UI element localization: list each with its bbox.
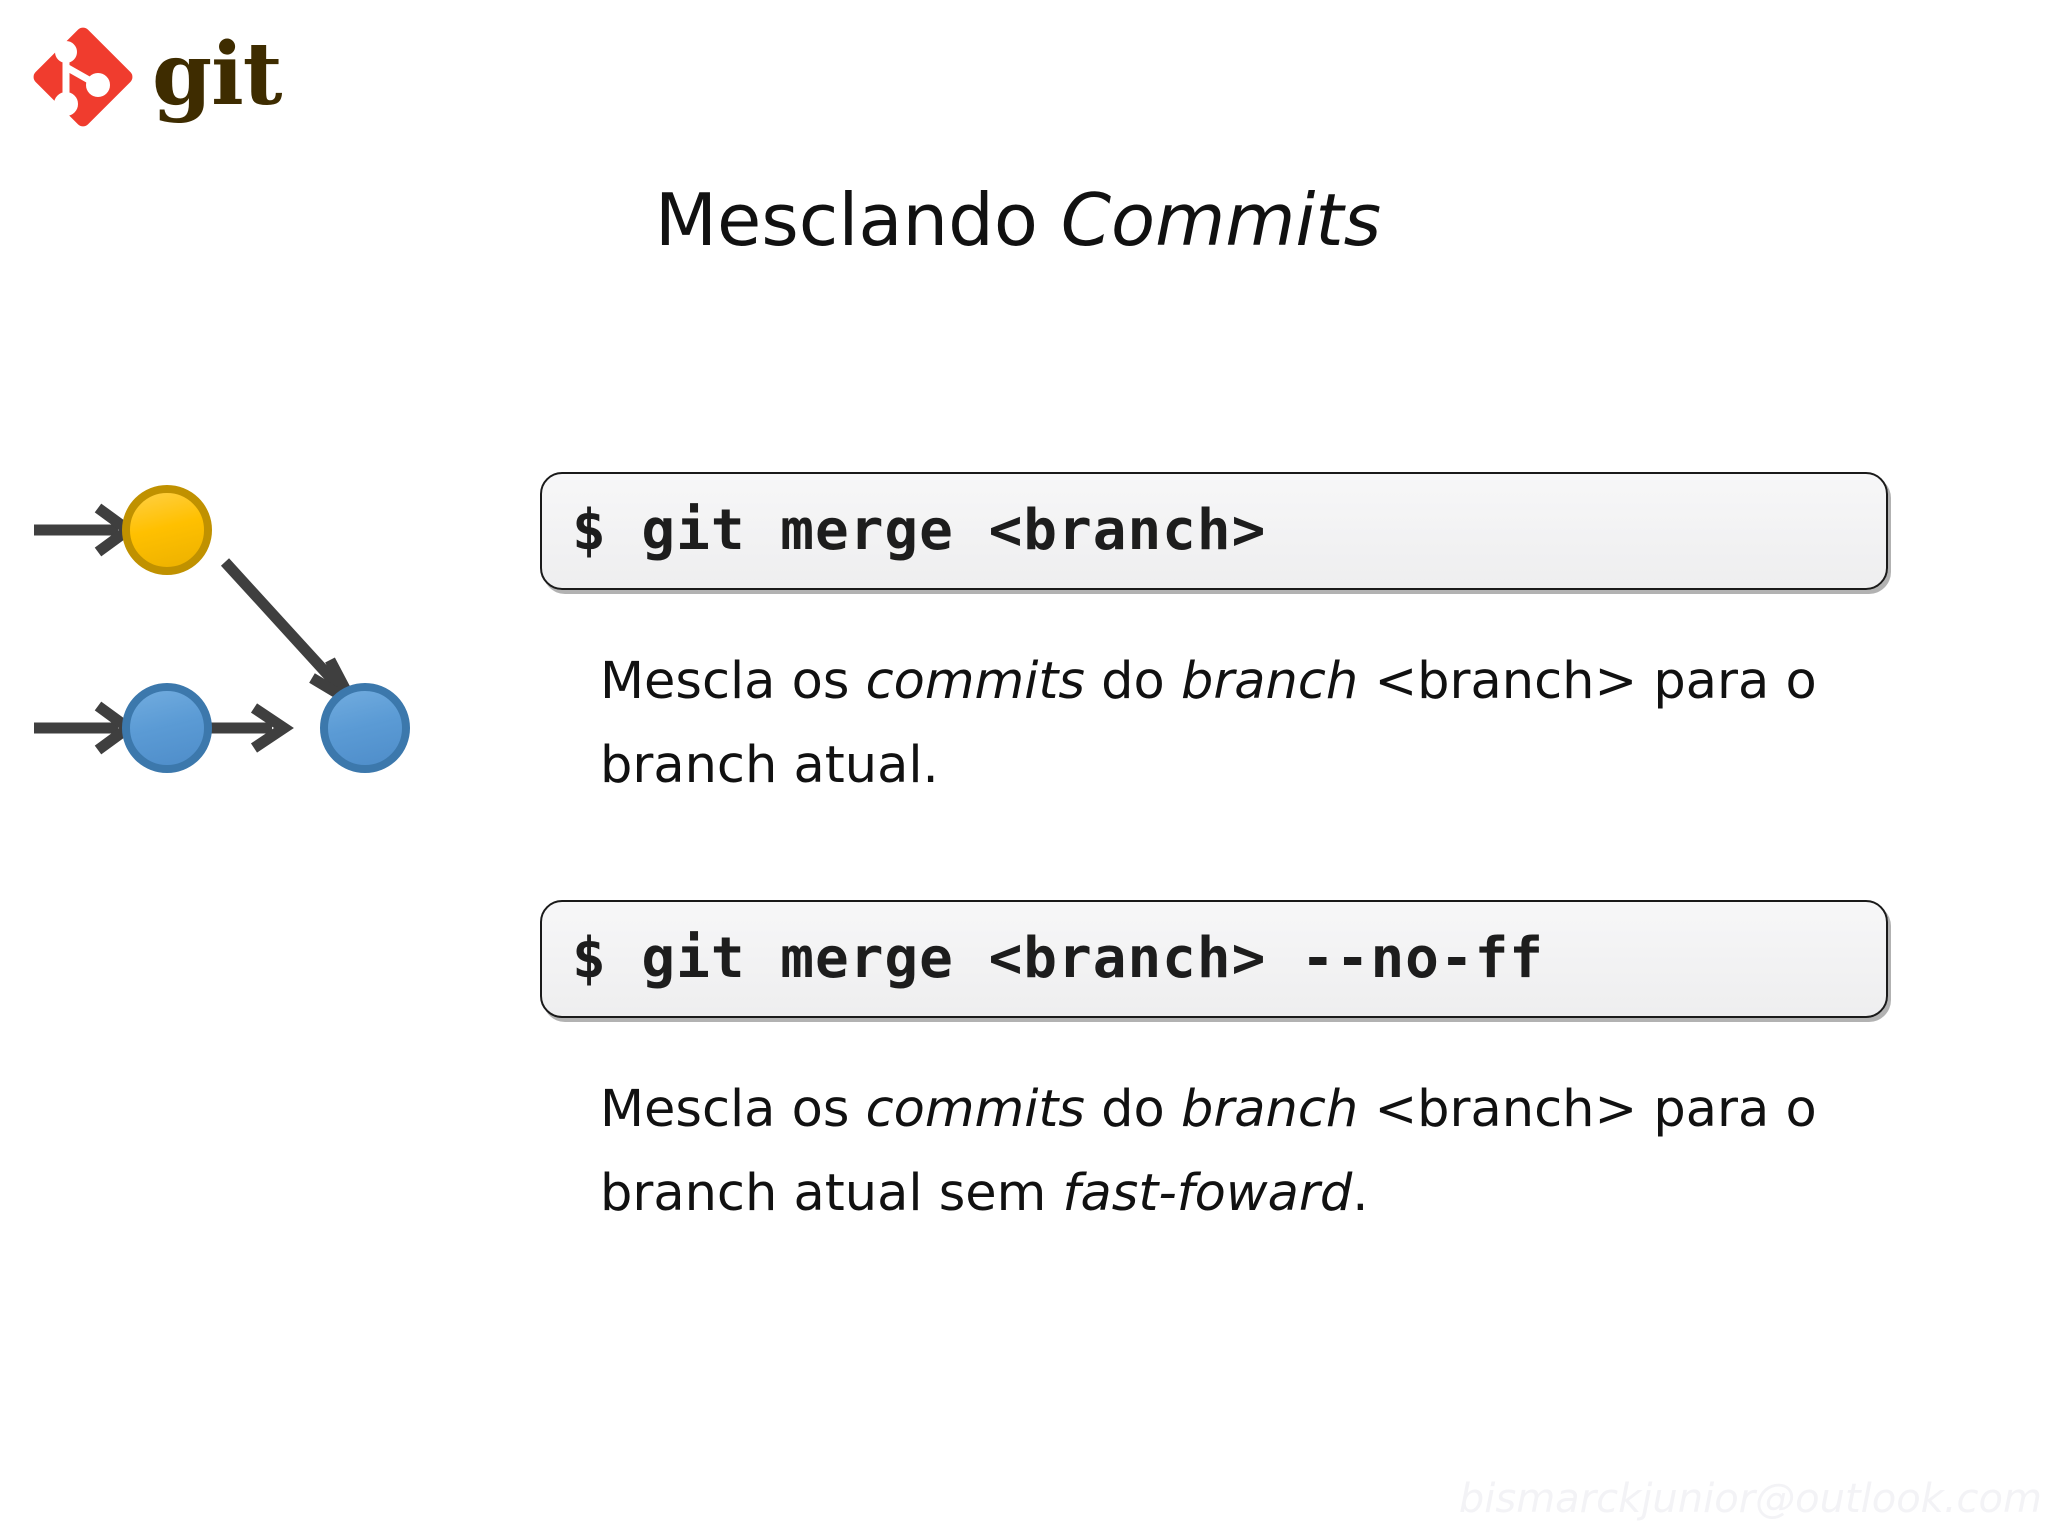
- git-logo: git: [28, 18, 308, 138]
- desc-merge-part-0: Mescla os: [600, 652, 866, 711]
- git-diamond-logo-icon: [28, 22, 138, 132]
- command-description-merge-no-ff: Mescla os commits do branch <branch> par…: [600, 1068, 1920, 1236]
- command-box-merge[interactable]: $ git merge <branch>: [540, 472, 1888, 590]
- desc-merge-no-ff-part-2: do: [1084, 1080, 1181, 1139]
- command-text-merge: $ git merge <branch>: [572, 498, 1267, 563]
- page-title-italic: Commits: [1060, 178, 1382, 262]
- merge-commit-graph: [0, 440, 520, 800]
- desc-merge-part-2: do: [1084, 652, 1181, 711]
- graph-arrow-merge-diagonal: [220, 558, 366, 717]
- command-description-merge: Mescla os commits do branch <branch> par…: [600, 640, 1920, 808]
- desc-merge-part-1: commits: [865, 652, 1085, 711]
- page-title: Mesclando Commits: [0, 178, 2048, 262]
- desc-merge-no-ff-part-1: commits: [865, 1080, 1085, 1139]
- git-wordmark: git: [152, 24, 283, 125]
- desc-merge-no-ff-part-0: Mescla os: [600, 1080, 866, 1139]
- page-title-regular: Mesclando: [654, 178, 1061, 262]
- graph-arrow-incoming-top: [34, 503, 138, 557]
- graph-arrow-bottom-left-to-right: [208, 703, 294, 753]
- desc-merge-part-3: branch: [1180, 652, 1359, 711]
- command-text-merge-no-ff: $ git merge <branch> --no-ff: [572, 926, 1545, 991]
- desc-merge-part-4: <branch> para o branch atual.: [600, 652, 1817, 795]
- commit-node-blue-left: [122, 683, 212, 773]
- command-box-merge-no-ff[interactable]: $ git merge <branch> --no-ff: [540, 900, 1888, 1018]
- desc-merge-no-ff-part-3: branch: [1180, 1080, 1359, 1139]
- author-watermark: bismarckjunior@outlook.com: [1458, 1476, 2042, 1522]
- desc-merge-no-ff-part-6: .: [1352, 1164, 1369, 1223]
- commit-node-yellow: [122, 485, 212, 575]
- desc-merge-no-ff-part-5: fast-foward: [1062, 1164, 1353, 1223]
- commit-node-blue-right: [320, 683, 410, 773]
- desc-merge-no-ff-part-4: <branch> para o branch atual sem: [600, 1080, 1817, 1223]
- graph-arrow-incoming-bottom: [34, 701, 138, 755]
